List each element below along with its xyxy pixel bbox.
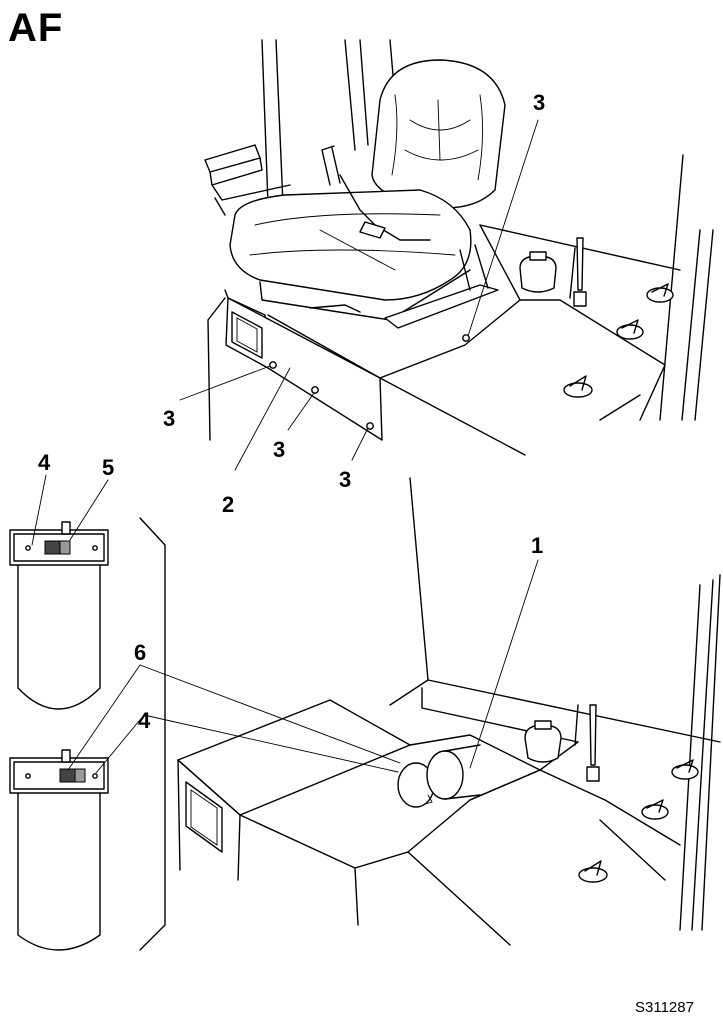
screw-lower <box>366 422 374 430</box>
control-lever-lower <box>589 704 597 766</box>
control-knob-3 <box>563 375 593 398</box>
bottom-view-open-housing <box>139 477 721 946</box>
callout-5: 5 <box>102 455 114 480</box>
figure-code: S311287 <box>635 999 694 1016</box>
switch-detail-upper <box>9 521 109 710</box>
control-knob-lower-1 <box>671 759 699 780</box>
seat-rail <box>384 284 499 329</box>
control-knob-lower-2 <box>641 799 669 820</box>
callout-3-left: 3 <box>163 406 175 431</box>
callout-4-upper: 4 <box>38 450 51 475</box>
switch-knob-dark <box>44 540 61 555</box>
switch-detail-lower <box>9 749 109 951</box>
seat-base-top <box>177 699 411 816</box>
base-vent-grille <box>185 781 223 853</box>
side-cover-panel <box>225 297 383 441</box>
diagram-heading: AF <box>8 6 64 50</box>
screw-middle <box>311 386 319 394</box>
callout-4-lower: 4 <box>138 708 151 733</box>
seat-cushion <box>229 189 472 301</box>
fluid-reservoir <box>519 255 557 293</box>
callout-1: 1 <box>531 533 543 558</box>
switch-knob-light-lower <box>74 768 86 783</box>
fluid-reservoir-lower <box>524 724 562 763</box>
armrest <box>204 144 261 173</box>
switch-knob-dark-lower <box>59 768 76 783</box>
cover-vent-grille <box>231 311 263 359</box>
switch-knob-light <box>59 540 71 555</box>
callout-2: 2 <box>222 492 234 517</box>
control-lever <box>576 237 584 291</box>
callout-6: 6 <box>134 640 146 665</box>
callout-3-middle: 3 <box>273 437 285 462</box>
callout-3-lower: 3 <box>339 467 351 492</box>
top-view-seat-assembly <box>179 39 714 471</box>
screw-top <box>462 334 470 342</box>
filter-element <box>397 744 481 808</box>
screw-left <box>269 361 277 369</box>
seat-backrest <box>371 59 506 209</box>
control-knob-1 <box>646 283 674 303</box>
control-knob-2 <box>616 319 644 340</box>
control-knob-lower-3 <box>578 860 608 883</box>
seat-belt-buckle <box>359 221 386 239</box>
callout-3-top: 3 <box>533 90 545 115</box>
